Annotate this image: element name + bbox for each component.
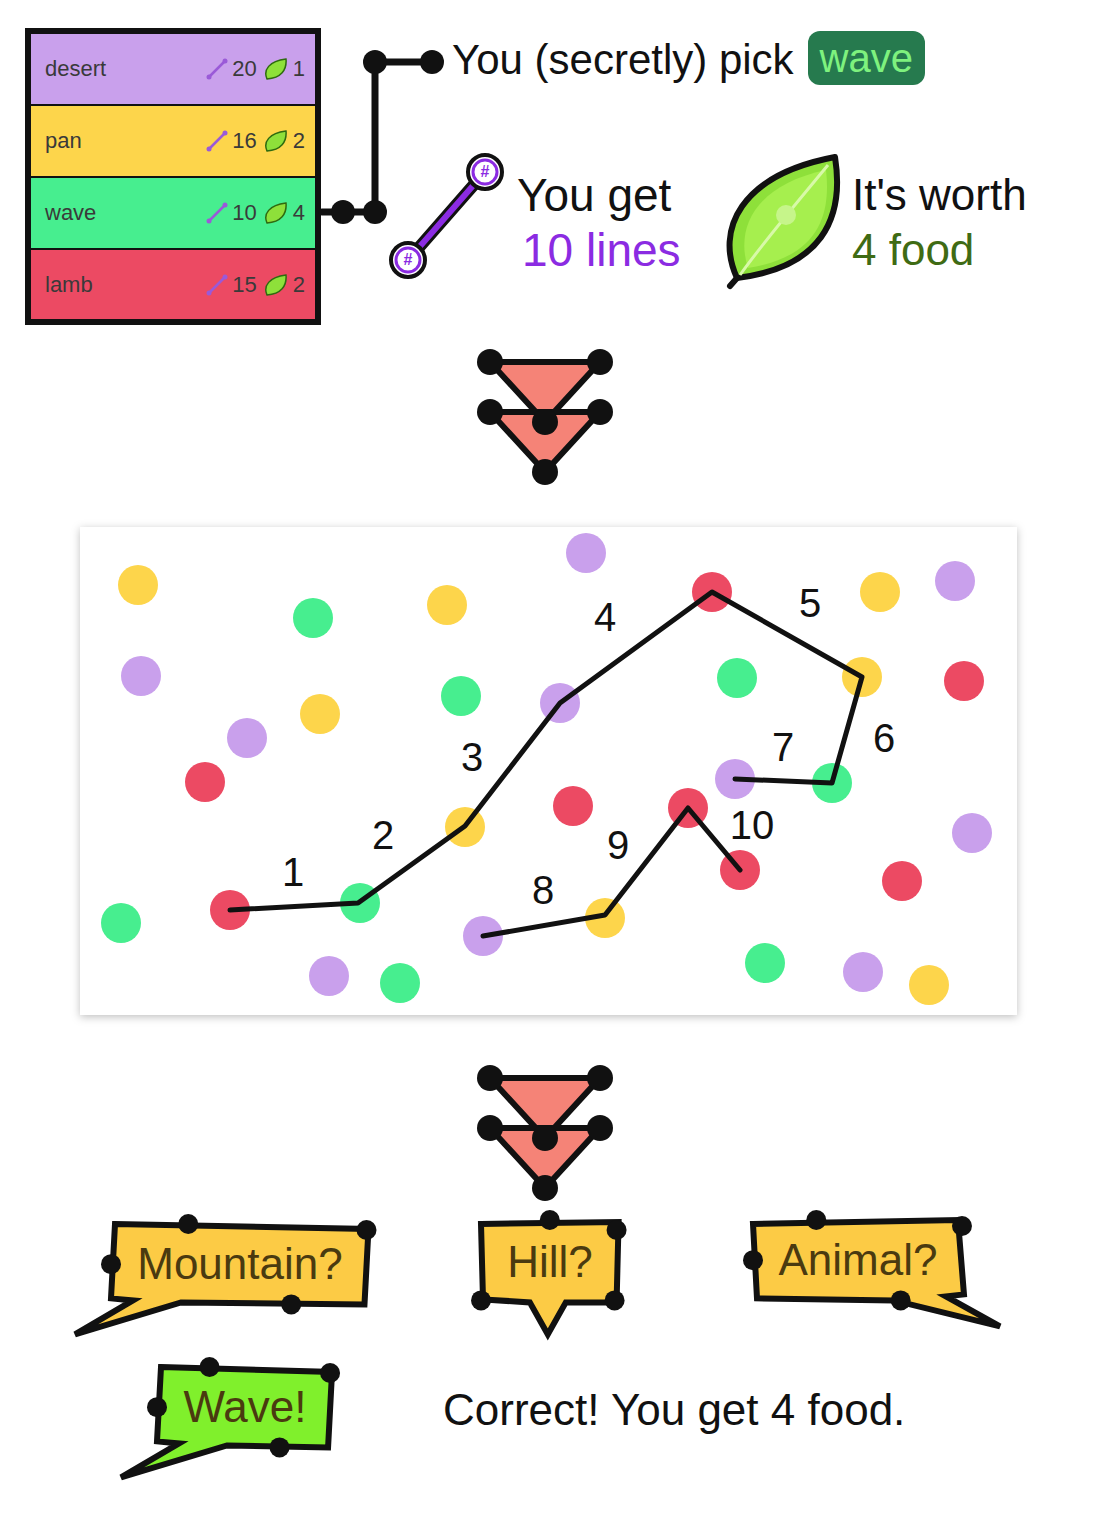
down-arrow bbox=[477, 1065, 613, 1201]
guess-text: Hill? bbox=[507, 1237, 593, 1286]
line-icon-small bbox=[206, 58, 228, 80]
word-card-row: lamb 15 2 bbox=[31, 250, 315, 319]
speech-bubble: Mountain? bbox=[111, 1224, 368, 1304]
speech-bubble: Animal? bbox=[753, 1220, 964, 1300]
word-card-row: wave 10 4 bbox=[31, 178, 315, 248]
dot bbox=[909, 965, 949, 1005]
line-number: 1 bbox=[282, 850, 304, 894]
word: lamb bbox=[45, 272, 93, 298]
word-card-row: desert 20 1 bbox=[31, 34, 315, 104]
food-value: 4 bbox=[293, 200, 305, 226]
line-end-mark: # bbox=[481, 163, 490, 181]
speech-bubble: Hill? bbox=[481, 1222, 619, 1302]
line-icon-small bbox=[206, 202, 228, 224]
word: pan bbox=[45, 128, 82, 154]
line-number: 8 bbox=[532, 868, 554, 912]
caption-text: You (secretly) pick bbox=[452, 37, 794, 83]
dot bbox=[380, 963, 420, 1003]
leaf-icon-small bbox=[263, 56, 289, 82]
line-number: 5 bbox=[799, 581, 821, 625]
caption-text: You get bbox=[517, 170, 671, 221]
guess-text: Wave! bbox=[183, 1382, 306, 1431]
bracket-dots bbox=[331, 50, 444, 224]
line-count: 15 bbox=[232, 272, 256, 298]
food-value: 2 bbox=[293, 128, 305, 154]
speech-bubble: Wave! bbox=[157, 1367, 332, 1447]
leaf-icon bbox=[730, 157, 838, 286]
line-number: 7 bbox=[772, 725, 794, 769]
dot bbox=[441, 676, 481, 716]
dot bbox=[293, 598, 333, 638]
food-value: 2 bbox=[293, 272, 305, 298]
line-number: 4 bbox=[594, 595, 616, 639]
caption-text: Correct! You get 4 food. bbox=[443, 1386, 905, 1434]
dot bbox=[553, 786, 593, 826]
word-card-row: pan 16 2 bbox=[31, 106, 315, 176]
bracket bbox=[322, 62, 432, 212]
dots bbox=[101, 533, 992, 1005]
guess-text: Mountain? bbox=[137, 1239, 342, 1288]
dot-canvas bbox=[80, 527, 1017, 1015]
line-number: 9 bbox=[607, 823, 629, 867]
dot bbox=[944, 661, 984, 701]
picked-word-badge: wave bbox=[808, 31, 925, 85]
line-count: 16 bbox=[232, 128, 256, 154]
drawn-lines bbox=[230, 592, 862, 936]
line-number: 2 bbox=[372, 813, 394, 857]
line-count: 10 bbox=[232, 200, 256, 226]
line-number: 6 bbox=[873, 716, 895, 760]
card-frame bbox=[28, 31, 318, 322]
caption-text: It's worth bbox=[852, 171, 1027, 219]
word: desert bbox=[45, 56, 106, 82]
line-number: 10 bbox=[730, 803, 775, 847]
dot bbox=[185, 762, 225, 802]
dot bbox=[745, 943, 785, 983]
caption-text: 4 food bbox=[852, 226, 974, 274]
line-icon-small bbox=[206, 274, 228, 296]
dot bbox=[227, 718, 267, 758]
dot bbox=[300, 694, 340, 734]
dot bbox=[882, 861, 922, 901]
dot bbox=[935, 561, 975, 601]
dot bbox=[843, 952, 883, 992]
dot bbox=[952, 813, 992, 853]
line-number: 3 bbox=[461, 735, 483, 779]
dot bbox=[566, 533, 606, 573]
guess-text: Animal? bbox=[779, 1235, 938, 1284]
dot bbox=[118, 565, 158, 605]
dot bbox=[101, 903, 141, 943]
dot bbox=[121, 656, 161, 696]
food-value: 1 bbox=[293, 56, 305, 82]
line-icon-small bbox=[206, 130, 228, 152]
line-end-mark: # bbox=[404, 251, 413, 269]
word: wave bbox=[45, 200, 96, 226]
dot bbox=[309, 956, 349, 996]
caption-text: 10 lines bbox=[522, 225, 681, 276]
leaf-icon-small bbox=[263, 200, 289, 226]
leaf-icon-small bbox=[263, 272, 289, 298]
picked-word: wave bbox=[820, 36, 913, 80]
leaf-icon-small bbox=[263, 128, 289, 154]
line-count: 20 bbox=[232, 56, 256, 82]
line-icon bbox=[391, 155, 502, 277]
dot bbox=[427, 585, 467, 625]
dot bbox=[717, 658, 757, 698]
down-arrow bbox=[477, 349, 613, 485]
dot bbox=[860, 572, 900, 612]
